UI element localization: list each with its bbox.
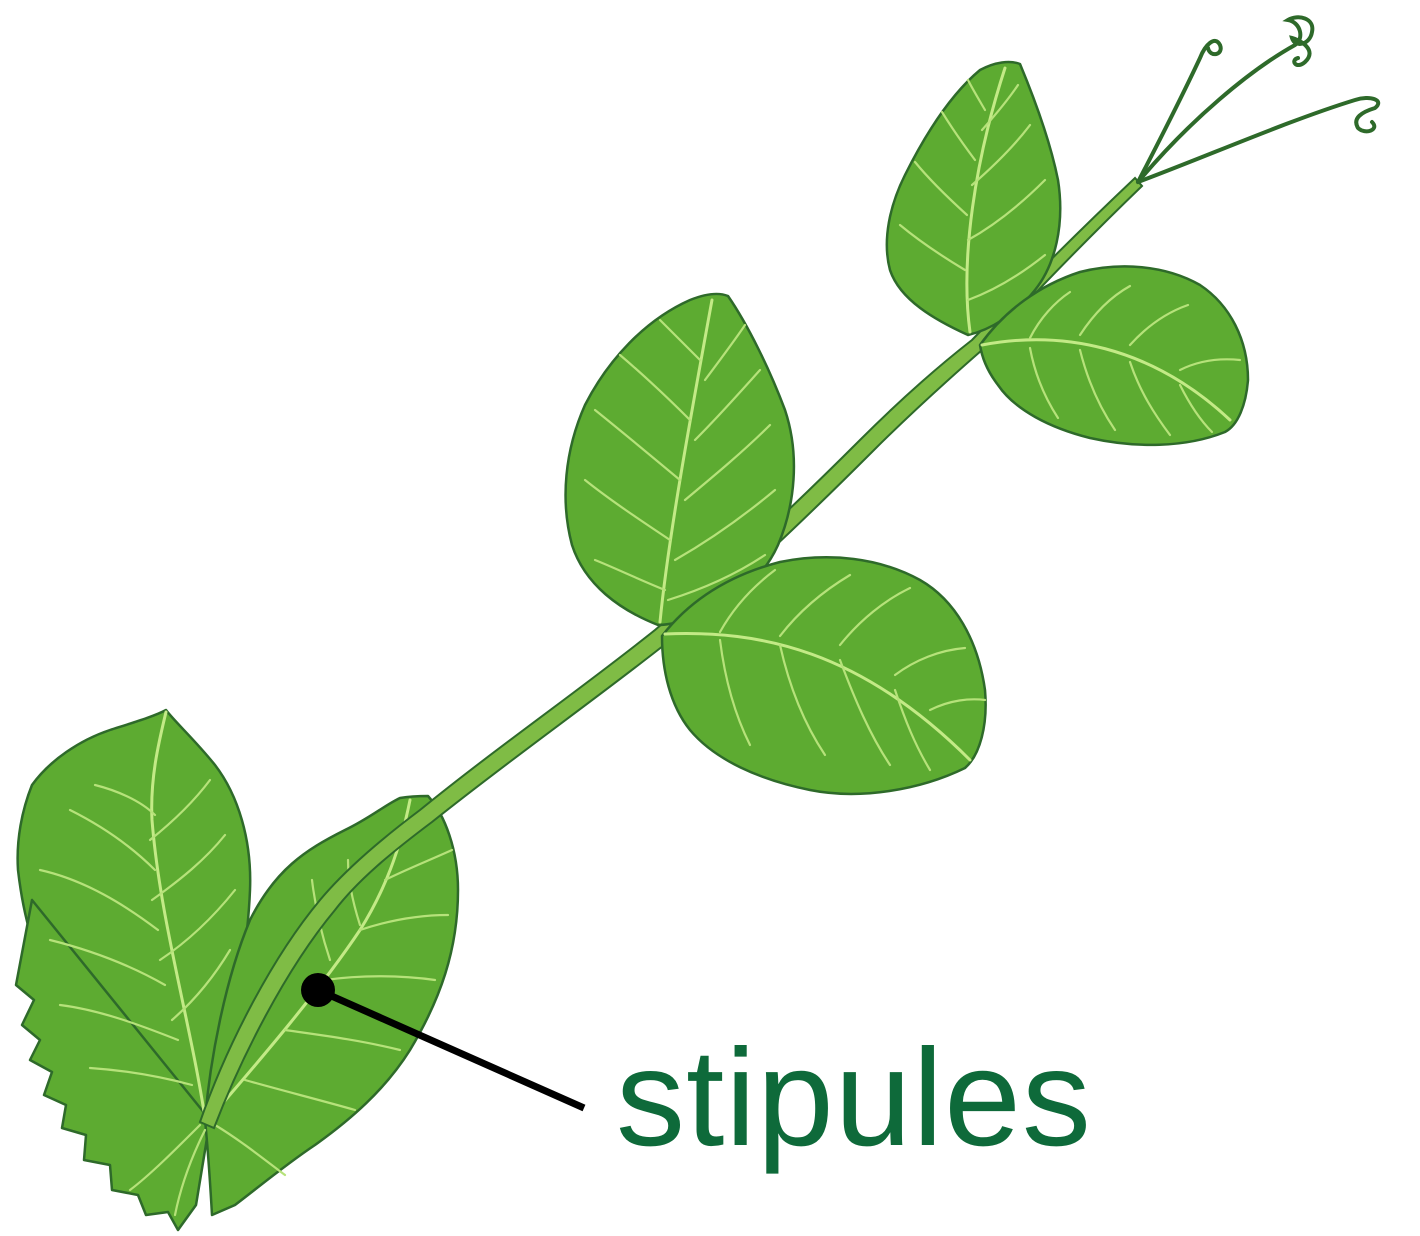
leaflet-pair-1 — [566, 294, 986, 794]
stipules-label: stipules — [616, 1021, 1092, 1175]
stipules — [16, 710, 458, 1230]
tendril-2 — [1138, 17, 1312, 182]
pointer-dot — [301, 973, 335, 1007]
tendrils — [1138, 17, 1378, 182]
